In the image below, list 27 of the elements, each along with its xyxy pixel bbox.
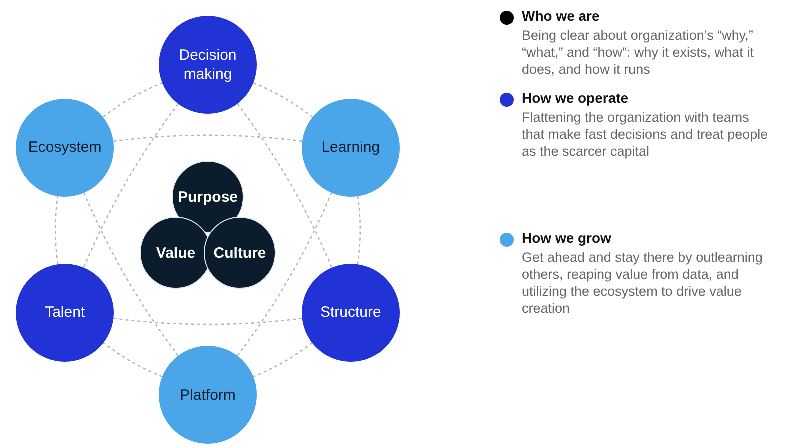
legend-heading: How we operate [522, 90, 629, 106]
description-text: Being clear about organization’s “why,” “what,” and “how”: why it exists, what it does, and how it runs [522, 27, 755, 78]
legend-heading: How we grow [522, 230, 612, 246]
node-label: Platform [179, 386, 237, 404]
description-text: Get ahead and stay there by outlearning others, reaping value from data, and utilizing the ecosystem to drive value creation [522, 249, 764, 317]
node-label: Structure [319, 303, 382, 322]
node-label: Learning [320, 138, 382, 157]
dashed-connector [84, 192, 179, 356]
dashed-connector [253, 342, 313, 378]
dashed-connector [357, 196, 362, 264]
dashed-connector [84, 104, 179, 268]
node-label: Value [155, 244, 197, 262]
dashed-connector [253, 82, 313, 118]
dashed-connector [103, 82, 163, 118]
dashed-connector [54, 196, 59, 264]
node-label: Culture [212, 244, 268, 262]
dashed-connector [237, 104, 332, 268]
dashed-connector [114, 134, 302, 142]
dashed-connector [114, 318, 302, 326]
legend-heading: Who we are [522, 8, 600, 24]
dashed-connector [103, 342, 163, 378]
node-label: Talent [44, 303, 86, 322]
node-label: Ecosystem [27, 138, 103, 157]
description-text: Flattening the organization with teams that make fast decisions and treat people as the scarcer capital [522, 109, 770, 160]
node-label: Decision making [178, 46, 238, 84]
node-label: Purpose [177, 188, 240, 206]
dashed-connector [237, 192, 332, 356]
